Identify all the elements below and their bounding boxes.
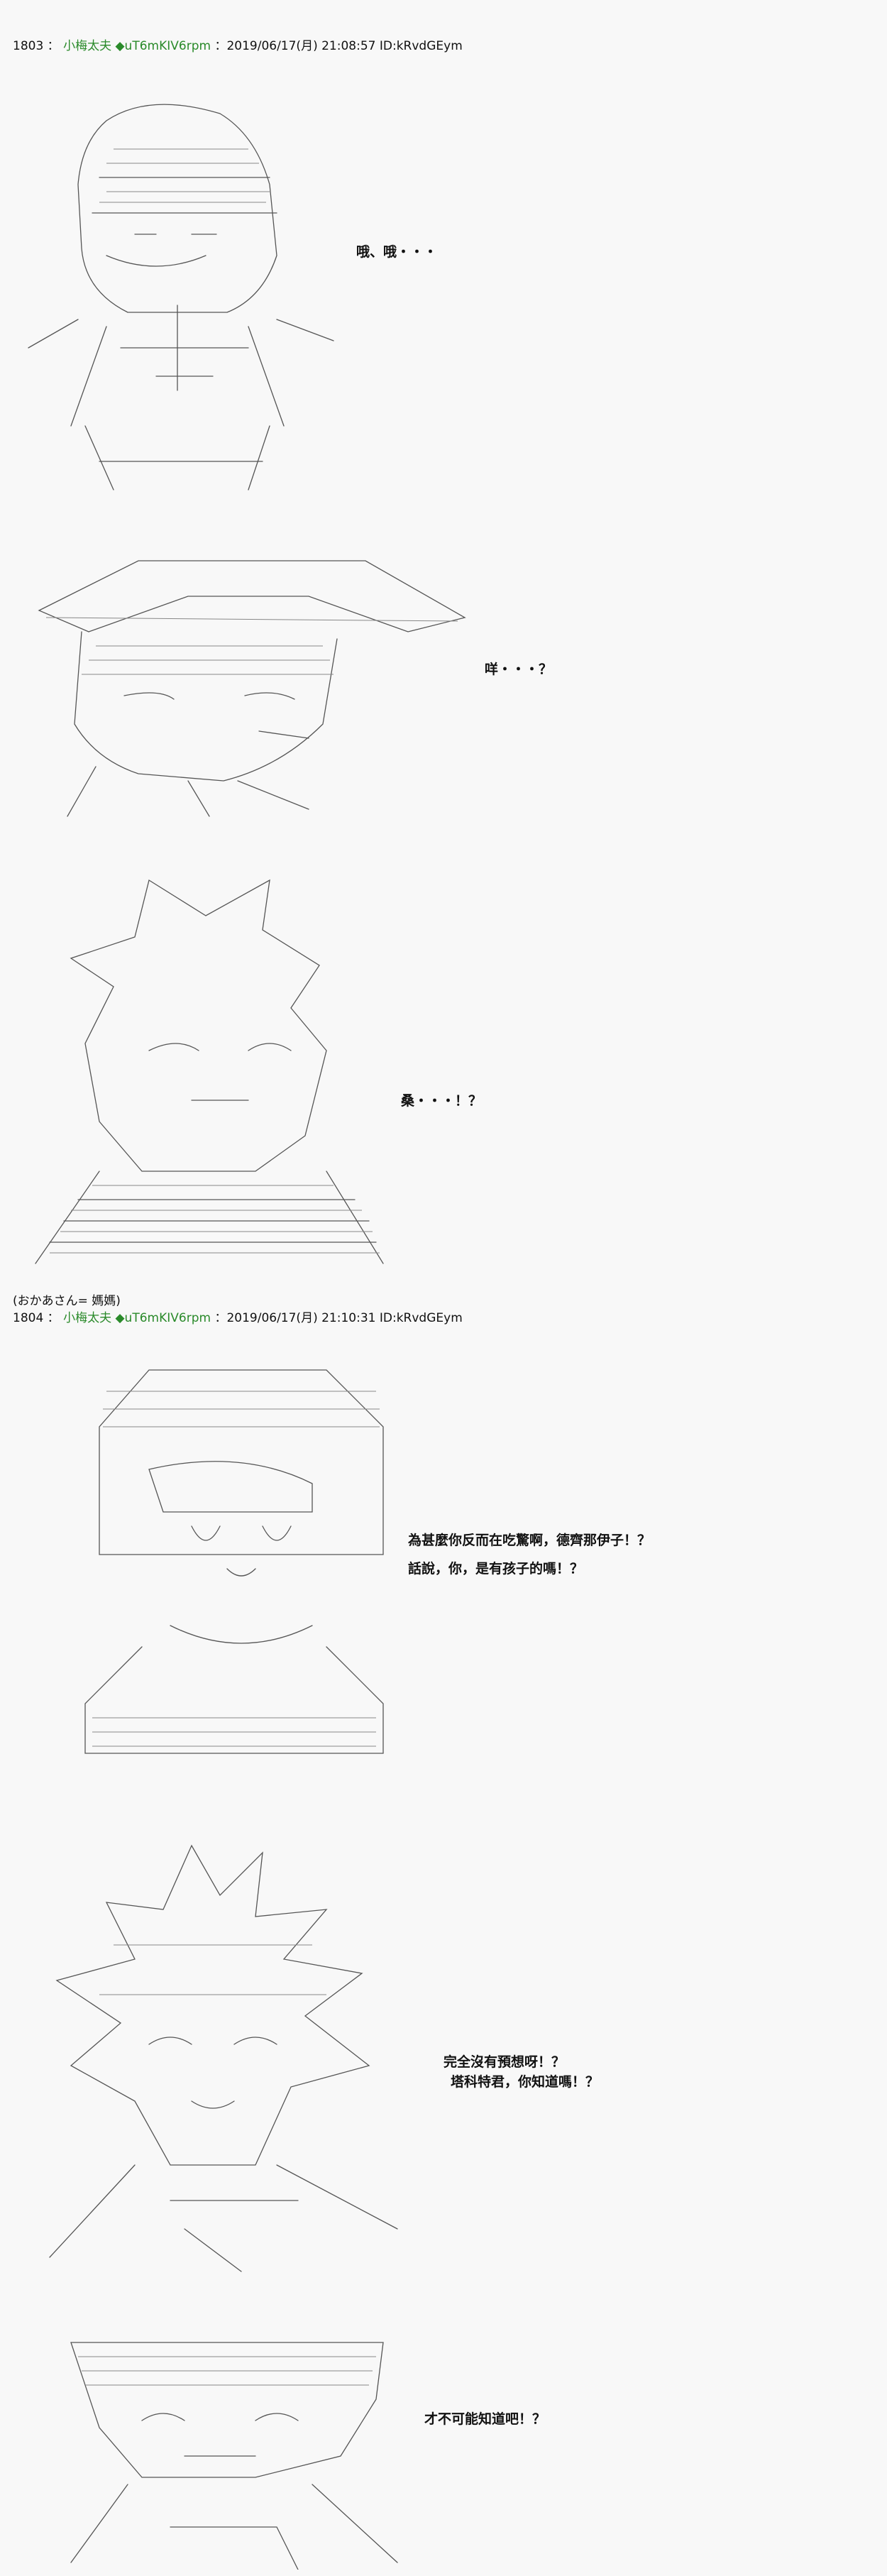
post-number: 1804 [13, 1311, 44, 1325]
dialogue-line: 為甚麼你反而在吃驚啊，德齊那伊子！？ [408, 1533, 651, 1548]
dialogue-line: 咩・・・？ [485, 662, 553, 677]
ascii-art-figure-3 [35, 879, 384, 1264]
dialogue-line: 話說，你，是有孩子的嗎！？ [408, 1561, 584, 1577]
post-prefix-note: (おかあさん= 媽媽) [13, 1294, 121, 1308]
poster-name[interactable]: 小梅太夫 [63, 1311, 112, 1325]
dialogue-line: 完全沒有預想呀！？ [444, 2054, 566, 2070]
dialogue-line: 桑・・・！？ [401, 1093, 483, 1109]
ascii-art-figure-6 [70, 2342, 398, 2570]
dialogue-line: 塔科特君，你知道嗎！？ [451, 2074, 600, 2090]
post-number: 1803 [13, 39, 44, 53]
post-header-1803: 1803 ： 小梅太夫 ◆uT6mKIV6rpm ：2019/06/17(月) … [13, 39, 463, 53]
poster-name[interactable]: 小梅太夫 [63, 39, 112, 53]
post-header-1804: 1804 ： 小梅太夫 ◆uT6mKIV6rpm ：2019/06/17(月) … [13, 1311, 463, 1325]
post-id: ID:kRvdGEym [379, 1311, 463, 1325]
poster-trip: ◆uT6mKIV6rpm [115, 39, 211, 53]
poster-trip: ◆uT6mKIV6rpm [115, 1311, 211, 1325]
dialogue-line: 哦、哦・・・ [356, 244, 438, 260]
ascii-art-figure-5 [49, 1844, 398, 2272]
ascii-art-figure-4 [84, 1369, 384, 1754]
dialogue-line: 才不可能知道吧！？ [424, 2411, 546, 2427]
post-date: 2019/06/17(月) 21:10:31 [226, 1311, 376, 1325]
post-id: ID:kRvdGEym [379, 39, 463, 53]
ascii-art-figure-1 [28, 104, 334, 490]
ascii-art-figure-2 [38, 560, 466, 817]
post-date: 2019/06/17(月) 21:08:57 [226, 39, 376, 53]
